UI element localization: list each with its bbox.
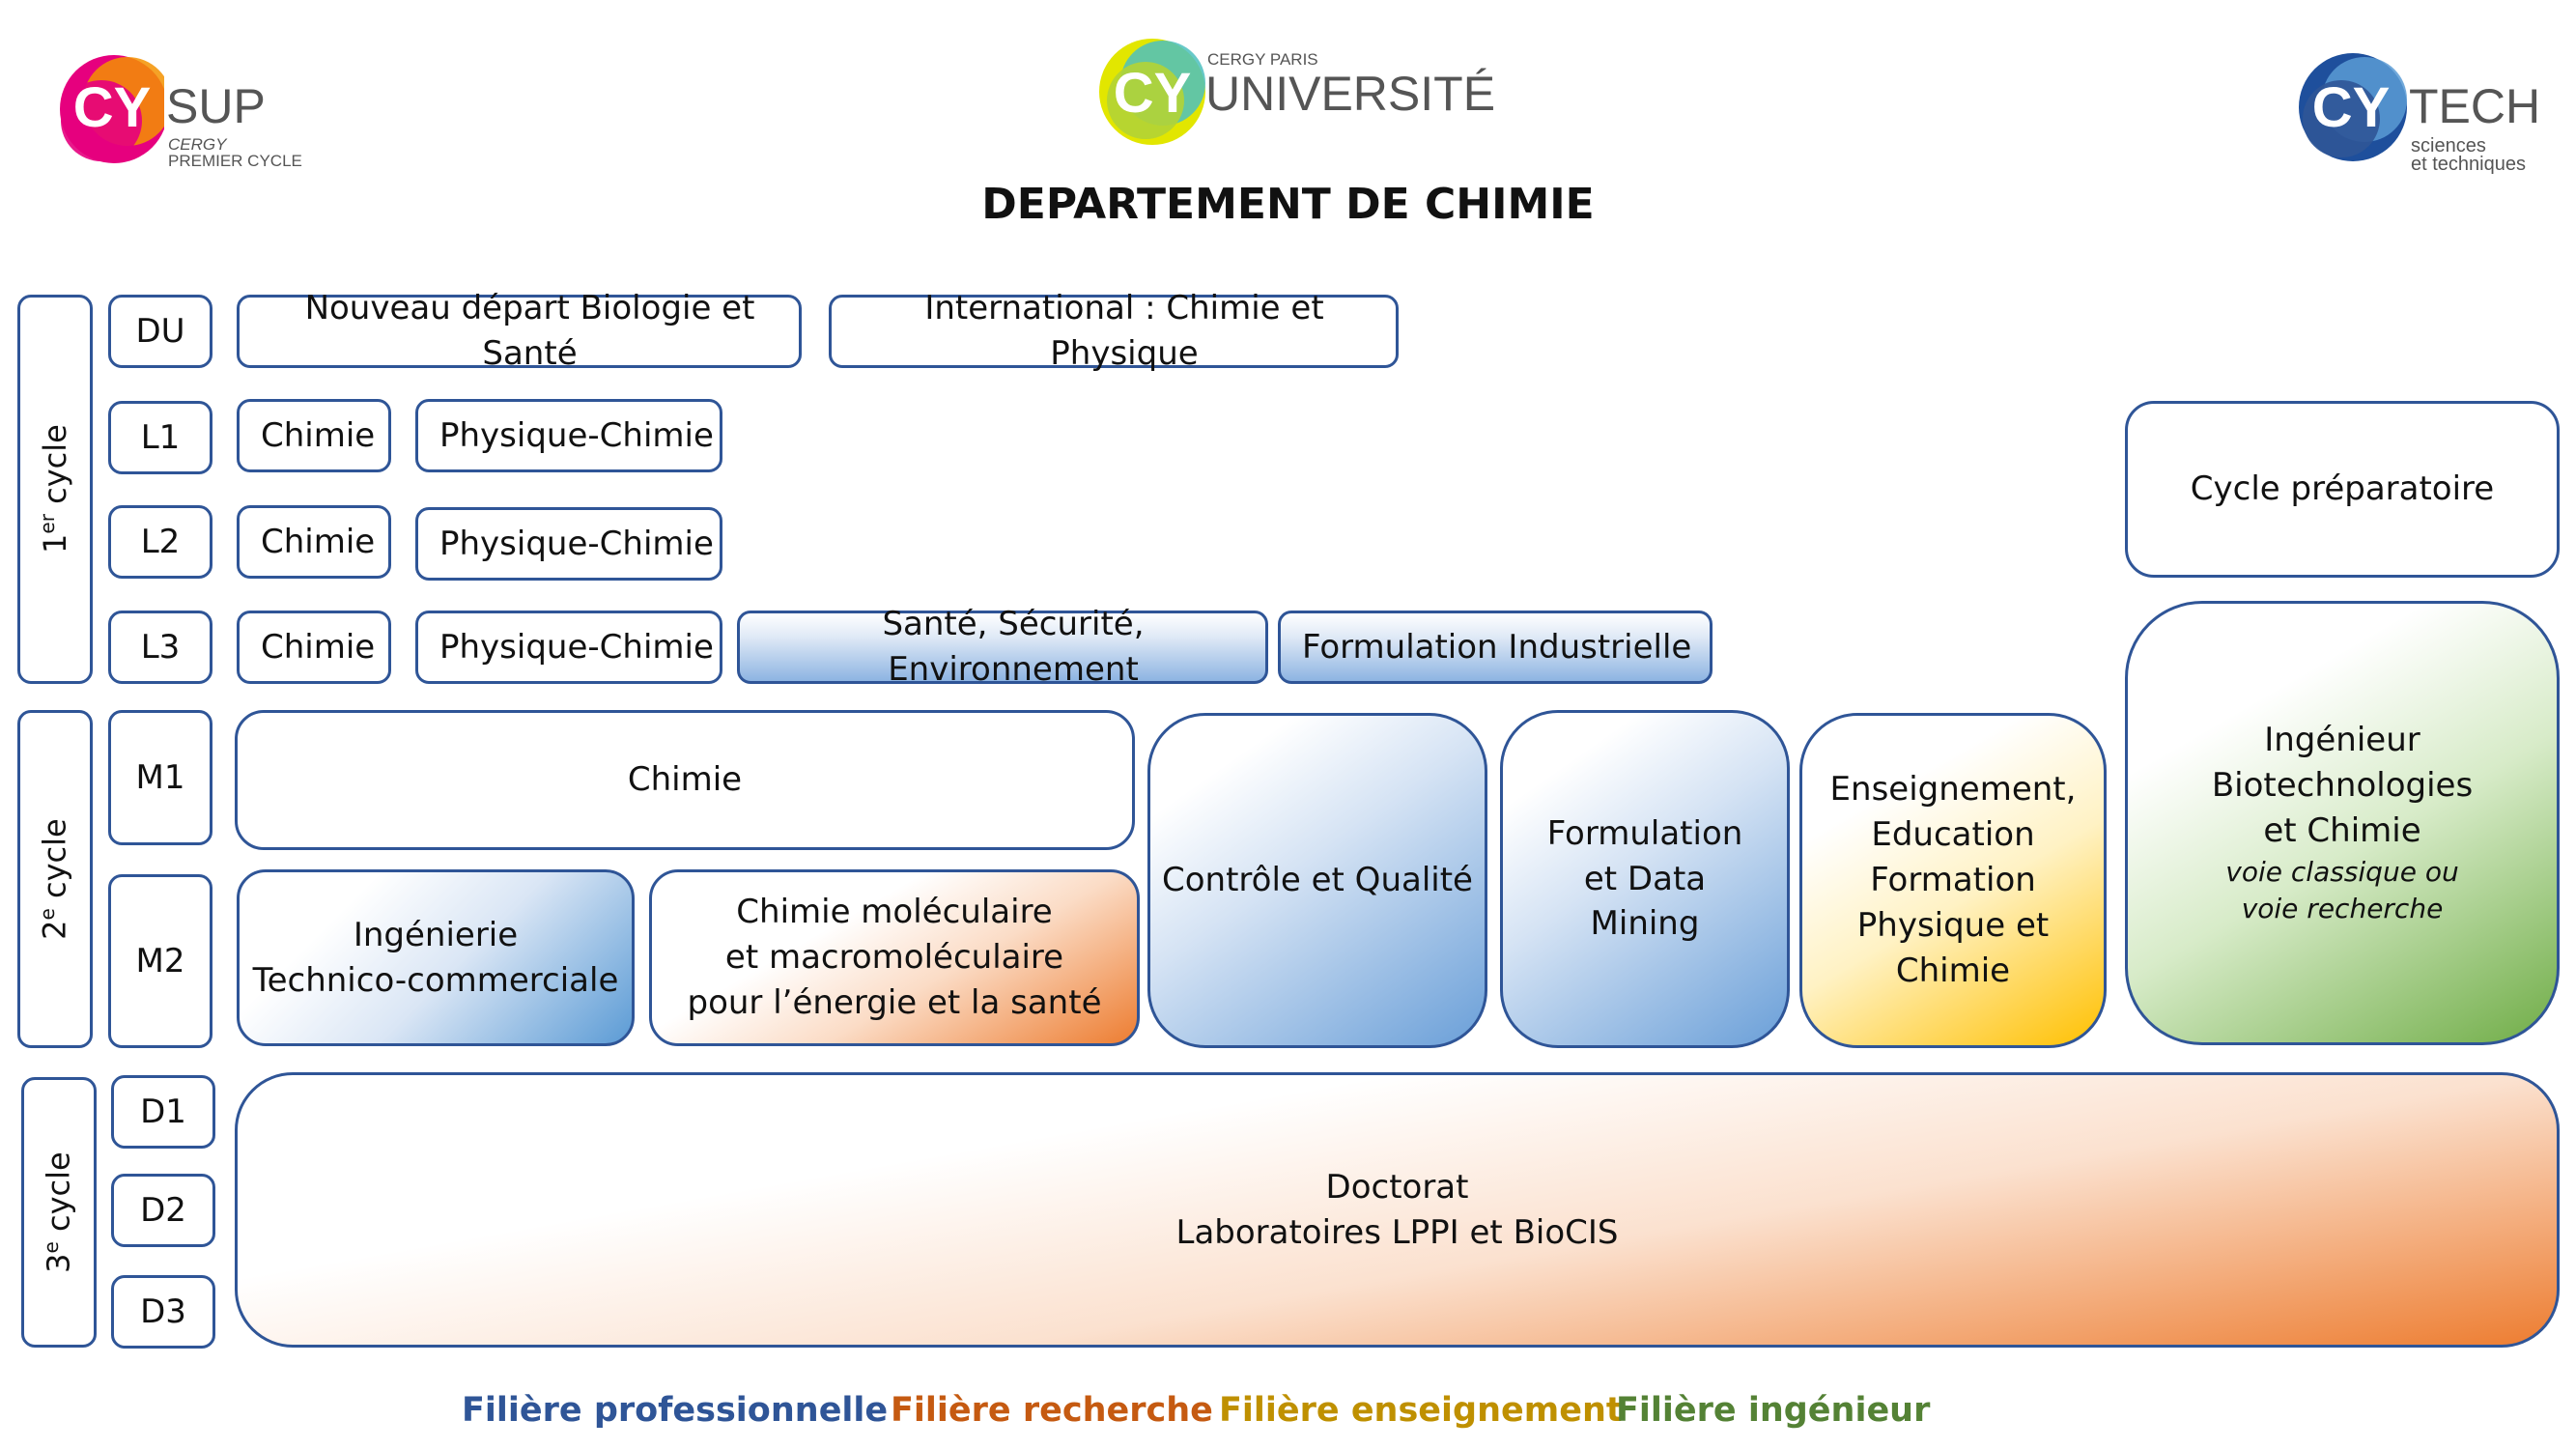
program-enseignement-education-formation: Enseignement, Education Formation Physiq… [1799,713,2107,1048]
level-l2: L2 [108,505,212,579]
program-m1-chimie: Chimie [235,710,1135,850]
cycle-3-label: 3e cycle [40,1151,77,1273]
program-l2-chimie: Chimie [237,505,391,579]
level-m2: M2 [108,874,212,1048]
cy-sup-word: SUP [166,79,266,133]
cycle-2-label: 2e cycle [36,818,73,940]
level-du: DU [108,295,212,368]
cy-universite-small: CERGY PARIS [1207,50,1318,69]
legend-filiere-ingenieur: Filière ingénieur [1616,1391,1931,1430]
program-fdm-line1: Formulation [1546,813,1743,853]
program-cmm-line1: Chimie moléculaire [736,893,1053,932]
program-formulation-data-mining: Formulation et Data Mining [1500,710,1790,1048]
cycle-1-label: 1er cycle [36,424,73,554]
legend-filiere-enseignement: Filière enseignement [1219,1391,1623,1430]
level-d3: D3 [111,1275,215,1349]
legend-filiere-recherche: Filière recherche [891,1391,1213,1430]
program-doctorat: Doctorat Laboratoires LPPI et BioCIS [235,1072,2560,1348]
cy-universite-logo-mark: CY [1099,39,1205,145]
program-ing-line2: Biotechnologies [2211,765,2474,805]
program-l3-formulation-industrielle: Formulation Industrielle [1278,611,1713,684]
program-l3-sante-securite-environnement: Santé, Sécurité, Environnement [737,605,1268,689]
program-l1-chimie: Chimie [237,399,391,472]
program-doctorat-line1: Doctorat [1325,1167,1469,1207]
program-controle-qualite: Contrôle et Qualité [1147,713,1487,1048]
program-eef-line5: Chimie [1895,951,2011,990]
svg-text:CY: CY [73,76,152,139]
program-du-biologie-sante: Nouveau départ Biologie et Santé [237,289,802,373]
program-ing-line5: voie recherche [2241,893,2444,925]
program-fdm-line3: Mining [1590,904,1700,944]
cycle-3-box: 3e cycle [21,1077,97,1348]
program-m2-chimie-moleculaire: Chimie moléculaire et macromoléculaire p… [649,869,1140,1046]
cy-universite-word: UNIVERSITÉ [1205,67,1496,121]
program-cmm-line3: pour l’énergie et la santé [687,982,1102,1022]
cy-sup-sub1: CERGY [168,135,227,154]
legend-filiere-professionnelle: Filière professionnelle [462,1391,889,1430]
program-eef-line3: Formation [1870,861,2036,900]
svg-text:CY: CY [2312,76,2391,139]
program-m2-ingenierie-technico-commerciale: Ingénierie Technico-commerciale [237,869,635,1046]
cy-tech-logo-mark: CY [2299,53,2407,161]
cy-sup-sub2: PREMIER CYCLE [168,152,302,170]
level-d2: D2 [111,1174,215,1247]
program-eef-line4: Physique et [1856,905,2050,945]
program-itc-line1: Ingénierie [353,915,519,954]
program-eef-line1: Enseignement, [1829,770,2077,810]
level-d1: D1 [111,1075,215,1149]
svg-text:CY: CY [1114,62,1192,125]
cy-tech-sub1: sciences [2411,135,2486,156]
program-l3-physique-chimie: Physique-Chimie [415,611,722,684]
program-itc-line2: Technico-commerciale [252,960,619,1000]
cycle-2-box: 2e cycle [17,710,93,1048]
cy-tech-word: TECH [2409,79,2541,133]
cy-sup-logo-mark: CY [60,55,164,163]
program-eef-line2: Education [1871,815,2035,855]
cy-tech-sub2: et techniques [2411,154,2526,175]
program-ing-line1: Ingénieur [2264,721,2420,760]
program-l1-physique-chimie: Physique-Chimie [415,399,722,472]
cy-sup-logo: CY SUP CERGY PREMIER CYCLE [58,43,328,174]
program-cmm-line2: et macromoléculaire [724,938,1064,978]
level-m1: M1 [108,710,212,845]
cycle-1-box: 1er cycle [17,295,93,684]
program-cycle-preparatoire: Cycle préparatoire [2125,401,2560,578]
program-ing-line3: et Chimie [2263,810,2421,850]
cy-tech-logo: CY TECH sciences et techniques [2297,43,2567,175]
program-l2-physique-chimie: Physique-Chimie [415,507,722,581]
program-doctorat-line2: Laboratoires LPPI et BioCIS [1175,1212,1619,1252]
program-ing-line4: voie classique ou [2225,855,2459,888]
program-ingenieur-biotechnologies-chimie: Ingénieur Biotechnologies et Chimie voie… [2125,601,2560,1045]
program-fdm-line2: et Data [1583,859,1707,898]
level-l1: L1 [108,401,212,474]
cy-universite-logo: CY CERGY PARIS UNIVERSITÉ [1099,29,1495,155]
page-title: DEPARTEMENT DE CHIMIE [981,180,1595,229]
program-du-international: International : Chimie et Physique [829,289,1399,373]
program-l3-chimie: Chimie [237,611,391,684]
level-l3: L3 [108,611,212,684]
